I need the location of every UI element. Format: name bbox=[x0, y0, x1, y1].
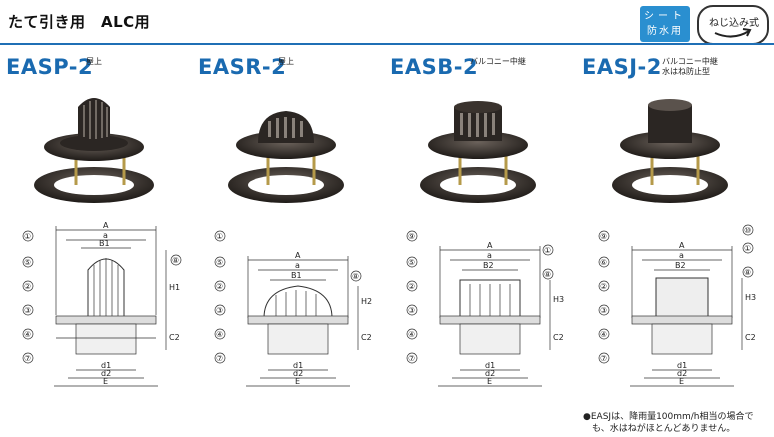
dim-a: a bbox=[487, 251, 492, 260]
model-subtitle-line1: バルコニー中継 bbox=[662, 57, 718, 66]
dim-B1: B1 bbox=[99, 239, 110, 248]
dim-a: a bbox=[103, 231, 108, 240]
callout-3: ③ bbox=[408, 306, 415, 315]
badge-sheet-line1: シート bbox=[644, 11, 686, 22]
dim-H2: H2 bbox=[361, 297, 372, 306]
product-easr-2: EASR-2 屋上 bbox=[198, 55, 388, 405]
model-subtitle: 屋上 bbox=[278, 57, 294, 66]
dimension-diagram: ① ⑤ ② ③ ④ ⑦ ⑧ A a B1 H1 C2 d1 d2 E bbox=[22, 221, 182, 387]
product-photo bbox=[34, 98, 154, 203]
callout-7: ⑦ bbox=[600, 354, 607, 363]
dim-d1: d1 bbox=[677, 361, 687, 370]
badge-sheet-line2: 防水用 bbox=[647, 26, 683, 37]
product-easp-2: EASP-2 屋上 bbox=[6, 55, 196, 405]
model-subtitle-line2: 水はね防止型 bbox=[662, 67, 710, 76]
product-easj-2: EASJ-2 バルコニー中継 水はね防止型 bbox=[582, 55, 772, 405]
header-divider bbox=[0, 43, 774, 45]
dim-E: E bbox=[295, 377, 300, 386]
dim-A: A bbox=[103, 221, 109, 230]
callout-9: ⑨ bbox=[408, 232, 415, 241]
dim-d2: d2 bbox=[101, 369, 111, 378]
dim-C2: C2 bbox=[361, 333, 372, 342]
footnote-line2: も、水はねがほとんどありません。 bbox=[592, 424, 736, 434]
dim-d2: d2 bbox=[677, 369, 687, 378]
callout-3: ③ bbox=[600, 306, 607, 315]
page-header: たて引き用 ALC用 シート 防水用 ねじ込み式 bbox=[0, 0, 774, 45]
product-easb-2: EASB-2 バルコニー中継 bbox=[390, 55, 580, 405]
callout-8: ⑧ bbox=[544, 270, 551, 279]
dimension-diagram: ⑨ ⑤ ② ③ ④ ⑦ ① ⑧ A a B2 H3 C2 d1 d2 E bbox=[406, 230, 564, 387]
model-name: EASJ-2 bbox=[582, 55, 662, 79]
dim-d1: d1 bbox=[485, 361, 495, 370]
dim-C2: C2 bbox=[553, 333, 564, 342]
footnote-line1: ●EASJは、降雨量100mm/h相当の場合で bbox=[583, 412, 754, 422]
dim-d1: d1 bbox=[101, 361, 111, 370]
callout-1: ① bbox=[24, 232, 31, 241]
callout-4: ④ bbox=[408, 330, 415, 339]
model-name: EASR-2 bbox=[198, 55, 287, 79]
callout-1: ① bbox=[744, 244, 751, 253]
dim-H3: H3 bbox=[745, 293, 756, 302]
dim-H3: H3 bbox=[553, 295, 564, 304]
callout-7: ⑦ bbox=[24, 354, 31, 363]
dim-E: E bbox=[487, 377, 492, 386]
dim-A: A bbox=[679, 241, 685, 250]
model-subtitle: 屋上 bbox=[86, 57, 102, 66]
callout-8: ⑧ bbox=[352, 272, 359, 281]
callout-2: ② bbox=[408, 282, 415, 291]
callout-1: ① bbox=[216, 232, 223, 241]
dim-d2: d2 bbox=[293, 369, 303, 378]
badge-screw-label: ねじ込み式 bbox=[709, 18, 759, 29]
callout-10: ⑩ bbox=[744, 226, 751, 235]
screw-arrow-icon bbox=[714, 28, 752, 38]
callout-6: ⑥ bbox=[600, 258, 607, 267]
page-title: たて引き用 ALC用 bbox=[8, 13, 151, 31]
dimension-diagram: ① ⑤ ② ③ ④ ⑦ ⑧ A a B1 H2 C2 d1 d2 E bbox=[214, 230, 372, 387]
product-photo bbox=[612, 99, 728, 203]
callout-8: ⑧ bbox=[172, 256, 179, 265]
callout-5: ⑤ bbox=[216, 258, 223, 267]
dim-A: A bbox=[295, 251, 301, 260]
callout-4: ④ bbox=[216, 330, 223, 339]
model-name: EASB-2 bbox=[390, 55, 479, 79]
screw-type-badge: ねじ込み式 bbox=[697, 5, 769, 45]
callout-3: ③ bbox=[24, 306, 31, 315]
footnote: ●EASJは、降雨量100mm/h相当の場合で も、水はねがほとんどありません。 bbox=[583, 411, 754, 435]
callout-9: ⑨ bbox=[600, 232, 607, 241]
dim-a: a bbox=[679, 251, 684, 260]
product-photo bbox=[228, 111, 344, 203]
dim-d2: d2 bbox=[485, 369, 495, 378]
dim-A: A bbox=[487, 241, 493, 250]
callout-8: ⑧ bbox=[744, 268, 751, 277]
callout-1: ① bbox=[544, 246, 551, 255]
model-name: EASP-2 bbox=[6, 55, 94, 79]
callout-2: ② bbox=[600, 282, 607, 291]
dim-E: E bbox=[679, 377, 684, 386]
dimension-diagram: ⑨ ⑥ ② ③ ④ ⑦ ⑩ ① ⑧ A a B2 H3 C2 d1 d2 E bbox=[598, 224, 756, 387]
callout-5: ⑤ bbox=[24, 258, 31, 267]
callout-4: ④ bbox=[24, 330, 31, 339]
dim-C2: C2 bbox=[169, 333, 180, 342]
callout-7: ⑦ bbox=[216, 354, 223, 363]
product-photo bbox=[420, 101, 536, 203]
callout-2: ② bbox=[216, 282, 223, 291]
callout-3: ③ bbox=[216, 306, 223, 315]
callouts-left bbox=[22, 230, 182, 364]
dim-a: a bbox=[295, 261, 300, 270]
callout-4: ④ bbox=[600, 330, 607, 339]
dim-d1: d1 bbox=[293, 361, 303, 370]
callout-7: ⑦ bbox=[408, 354, 415, 363]
model-subtitle: バルコニー中継 bbox=[470, 57, 526, 66]
dim-B2: B2 bbox=[483, 261, 494, 270]
callout-5: ⑤ bbox=[408, 258, 415, 267]
callout-2: ② bbox=[24, 282, 31, 291]
sheet-waterproof-badge: シート 防水用 bbox=[640, 6, 690, 42]
dim-H1: H1 bbox=[169, 283, 180, 292]
dim-E: E bbox=[103, 377, 108, 386]
dim-C2: C2 bbox=[745, 333, 756, 342]
dim-B1: B1 bbox=[291, 271, 302, 280]
dim-B2: B2 bbox=[675, 261, 686, 270]
